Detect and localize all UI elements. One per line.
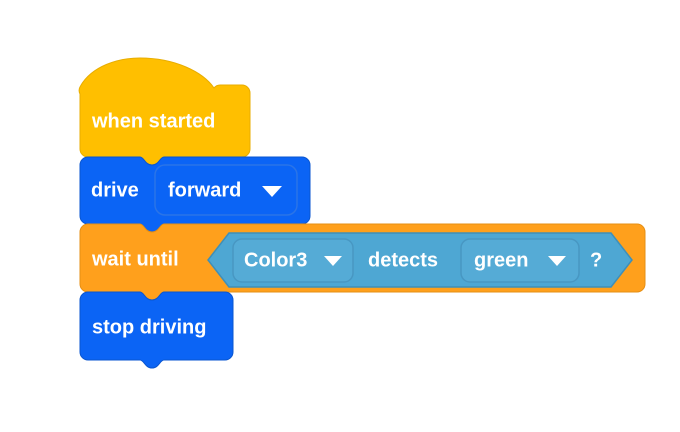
drive-direction-dropdown[interactable]: forward <box>154 164 298 216</box>
chevron-down-icon[interactable] <box>324 256 342 266</box>
drive-direction-field-bg[interactable] <box>154 164 298 216</box>
question-mark-label: ? <box>590 249 602 271</box>
stop-driving-label: stop driving <box>92 316 206 338</box>
sensor-name-value: Color3 <box>244 249 307 271</box>
chevron-down-icon[interactable] <box>262 186 282 197</box>
drive-label: drive <box>91 179 139 201</box>
block-drive[interactable]: drive forward <box>79 156 311 233</box>
stop-driving-shape[interactable] <box>79 291 234 369</box>
block-when-started[interactable]: when started <box>78 57 251 166</box>
color-name-field-bg[interactable] <box>460 238 580 283</box>
block-stop-driving[interactable]: stop driving <box>79 291 234 369</box>
sensor-name-dropdown[interactable]: Color3 <box>232 238 354 283</box>
when-started-label: when started <box>91 110 215 132</box>
block-wait-until[interactable]: wait until Color3 detects green <box>79 223 646 301</box>
boolean-color-detects[interactable]: Color3 detects green ? <box>207 232 633 288</box>
sensor-name-field-bg[interactable] <box>232 238 354 283</box>
detects-label: detects <box>368 249 438 271</box>
drive-direction-value: forward <box>168 179 241 201</box>
chevron-down-icon[interactable] <box>548 256 566 266</box>
color-name-value: green <box>474 249 528 271</box>
wait-until-label: wait until <box>91 248 179 270</box>
color-name-dropdown[interactable]: green <box>460 238 580 283</box>
